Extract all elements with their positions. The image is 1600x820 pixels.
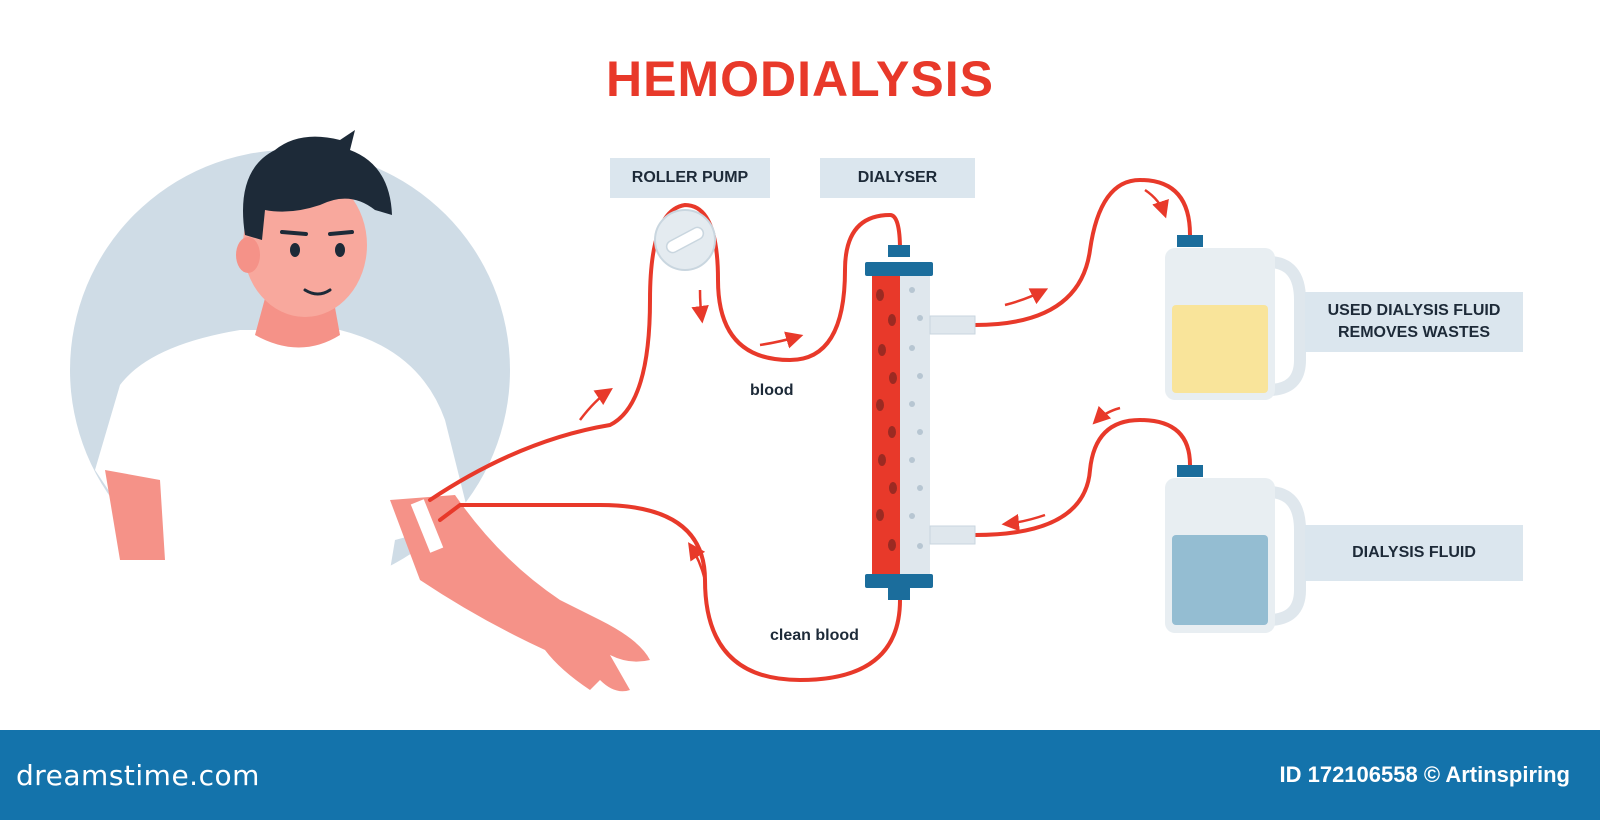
clean-blood-label: clean blood (770, 627, 859, 644)
patient-hair (243, 130, 392, 240)
arrow-up-clean (688, 542, 707, 581)
tube-to-used-fluid (973, 177, 1192, 327)
dialyser-lower-port (929, 525, 976, 545)
blood-label: blood (750, 382, 794, 399)
dialyser-blood-cells (876, 289, 897, 551)
arrow-down-jug (1144, 188, 1169, 219)
used-fluid-level (1172, 305, 1268, 393)
used-fluid-jug (1165, 235, 1306, 400)
blood-tubing (428, 177, 1192, 683)
tube-from-fluid (973, 417, 1192, 537)
dialysis-fluid-jug-cap (1177, 465, 1203, 477)
used-fluid-jug-cap (1177, 235, 1203, 247)
used-fluid-label-line1: USED DIALYSIS FLUID (1327, 302, 1501, 320)
arrow-down-pump (691, 289, 709, 324)
page-title: HEMODIALYSIS (605, 51, 994, 107)
used-fluid-label-line2: REMOVES WASTES (1337, 324, 1491, 341)
tube-return (438, 503, 902, 683)
patient-brows (280, 230, 354, 236)
dialysis-fluid-level (1172, 535, 1268, 625)
patient-ear (236, 237, 260, 273)
patient-eye-left (290, 243, 300, 257)
arrow-into-dialyser (1001, 513, 1046, 532)
hemodialysis-diagram (70, 130, 1306, 692)
dialyser-fluid-column (900, 276, 930, 574)
dialyser-fluid-dots (909, 287, 923, 549)
dialyser-upper-port (929, 315, 976, 335)
dialyser-bottom-plate (865, 574, 933, 588)
patient-shirt (95, 330, 470, 600)
dialysis-fluid-jug-handle (1267, 486, 1306, 626)
patient-left-arm (105, 470, 165, 560)
roller-pump-label: ROLLER PUMP (610, 158, 770, 198)
patient-bandage (410, 499, 444, 553)
dialyser-device (865, 245, 976, 600)
patient-eye-right (335, 243, 345, 257)
patient-illustration (70, 130, 650, 692)
dialyser-label: DIALYSER (820, 158, 975, 198)
arrow-up-left (579, 388, 613, 421)
roller-pump (654, 209, 716, 271)
used-dialysis-fluid-label: USED DIALYSIS FLUID REMOVES WASTES (1305, 292, 1523, 352)
dialysis-fluid-label: DIALYSIS FLUID (1305, 525, 1523, 581)
arrow-right-blood (759, 331, 804, 349)
footer-brand: dreamstime.com (16, 758, 260, 792)
dialyser-bottom-cap (888, 588, 910, 600)
patient-mouth (303, 288, 332, 296)
tube-to-pump (428, 202, 902, 502)
flow-arrows (579, 188, 1169, 581)
arrow-left-fluid (1092, 405, 1121, 425)
patient-right-arm (390, 495, 650, 692)
roller-pump-bar (665, 226, 705, 254)
footer-bar: dreamstime.com ID 172106558 © Artinspiri… (0, 730, 1600, 820)
used-fluid-jug-handle (1267, 256, 1306, 396)
arrow-to-used (1004, 288, 1049, 307)
footer-credit: ID 172106558 © Artinspiring (1279, 762, 1570, 787)
dialyser-top-cap (888, 245, 910, 257)
dialysis-fluid-jug (1165, 465, 1306, 633)
dialyser-top-plate (865, 262, 933, 276)
dialyser-blood-column (872, 276, 900, 574)
